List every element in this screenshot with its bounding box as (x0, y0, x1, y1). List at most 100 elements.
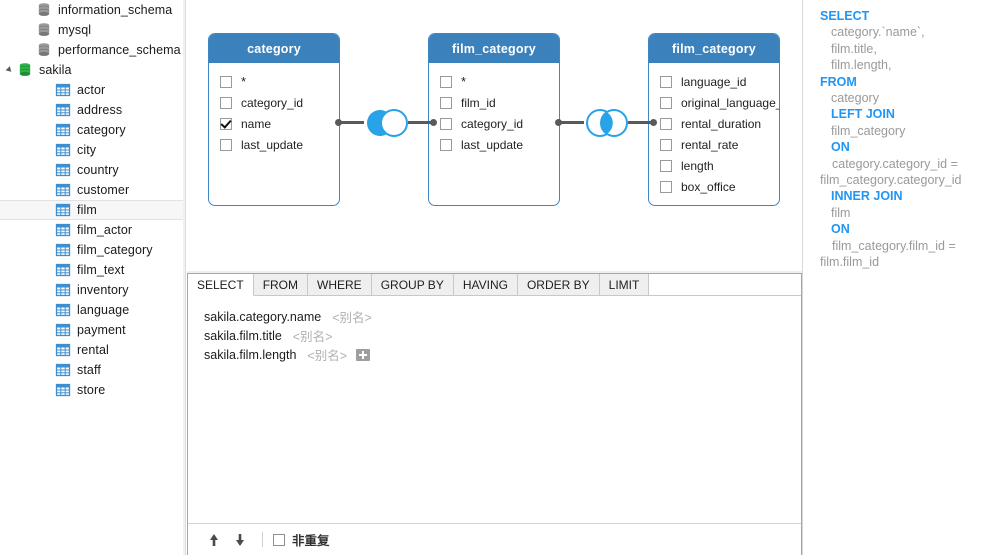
tree-item-label: address (77, 103, 123, 117)
select-column-list[interactable]: sakila.category.name<别名>sakila.film.titl… (188, 296, 801, 364)
tree-item-country[interactable]: country (0, 160, 183, 180)
tree-item-film[interactable]: film (0, 200, 183, 220)
select-field-name[interactable]: sakila.category.name (204, 309, 322, 324)
select-row[interactable]: sakila.category.name <别名> (204, 307, 801, 326)
join-endpoint-dot[interactable] (650, 119, 657, 126)
tree-item-film_category[interactable]: film_category (0, 240, 183, 260)
diagram-column-row[interactable]: category_id (209, 92, 339, 113)
distinct-checkbox[interactable] (273, 533, 285, 546)
tab-order-by[interactable]: ORDER BY (517, 274, 600, 296)
select-row[interactable]: sakila.film.length <别名> (204, 345, 801, 364)
sql-panel-splitter[interactable] (802, 0, 803, 555)
column-checkbox-category_id[interactable] (220, 96, 232, 109)
tree-item-category[interactable]: category (0, 120, 183, 140)
select-alias-placeholder[interactable]: <别名> (292, 330, 333, 344)
diagram-column-row[interactable]: box_office (649, 176, 779, 197)
tree-item-address[interactable]: address (0, 100, 183, 120)
tree-spacer (4, 280, 17, 300)
diagram-table-title[interactable]: category (209, 34, 339, 63)
tree-item-label: actor (77, 83, 106, 97)
join-endpoint-dot[interactable] (555, 119, 562, 126)
diagram-column-row[interactable]: name (209, 113, 339, 134)
join-endpoint-dot[interactable] (430, 119, 437, 126)
left-join-icon[interactable] (360, 106, 414, 143)
diagram-column-row[interactable]: last_update (209, 134, 339, 155)
select-row[interactable]: sakila.film.title <别名> (204, 326, 801, 345)
diagram-column-row[interactable]: * (209, 71, 339, 92)
tree-item-mysql[interactable]: mysql (0, 20, 183, 40)
diagram-table-title[interactable]: film_category (429, 34, 559, 63)
diagram-column-row[interactable]: * (429, 71, 559, 92)
clause-toolbar[interactable]: 非重复 (188, 523, 801, 555)
tree-item-language[interactable]: language (0, 300, 183, 320)
tree-item-staff[interactable]: staff (0, 360, 183, 380)
diagram-column-row[interactable]: rental_rate (649, 134, 779, 155)
column-checkbox-category_id[interactable] (440, 117, 452, 130)
sql-line: LEFT JOIN (820, 106, 989, 122)
tab-having[interactable]: HAVING (453, 274, 518, 296)
sql-line: category.category_id = film_category.cat… (820, 156, 989, 189)
expand-arrow-icon[interactable] (4, 60, 17, 80)
move-down-icon[interactable] (232, 532, 248, 548)
tree-item-film_actor[interactable]: film_actor (0, 220, 183, 240)
tab-where[interactable]: WHERE (308, 274, 372, 296)
tree-item-store[interactable]: store (0, 380, 183, 400)
tree-item-rental[interactable]: rental (0, 340, 183, 360)
sql-keyword: LEFT JOIN (831, 107, 895, 122)
column-checkbox-star[interactable] (440, 75, 452, 88)
select-alias-placeholder[interactable]: <别名> (307, 349, 348, 363)
add-column-button[interactable] (356, 348, 371, 361)
diagram-column-row[interactable]: category_id (429, 113, 559, 134)
sql-line: film_category.film_id = film.film_id (820, 238, 989, 271)
diagram-column-row[interactable]: language_id (649, 71, 779, 92)
tree-item-inventory[interactable]: inventory (0, 280, 183, 300)
select-field-name[interactable]: sakila.film.length (204, 347, 297, 362)
tree-item-performance_schema[interactable]: performance_schema (0, 40, 183, 60)
tab-select[interactable]: SELECT (188, 274, 254, 296)
tab-limit[interactable]: LIMIT (599, 274, 650, 296)
column-checkbox-length[interactable] (660, 159, 672, 172)
tree-spacer (4, 120, 17, 140)
diagram-table-title[interactable]: film_category (649, 34, 779, 63)
sidebar-splitter[interactable] (183, 0, 186, 555)
tree-item-film_text[interactable]: film_text (0, 260, 183, 280)
tree-item-actor[interactable]: actor (0, 80, 183, 100)
column-checkbox-language_id[interactable] (660, 75, 672, 88)
column-checkbox-rental_duration[interactable] (660, 117, 672, 130)
diagram-column-row[interactable]: rental_duration (649, 113, 779, 134)
diagram-column-row[interactable]: original_language_id (649, 92, 779, 113)
tree-item-city[interactable]: city (0, 140, 183, 160)
tree-item-information_schema[interactable]: information_schema (0, 0, 183, 20)
select-field-name[interactable]: sakila.film.title (204, 328, 282, 343)
column-checkbox-original_language_id[interactable] (660, 96, 672, 109)
move-up-icon[interactable] (206, 532, 222, 548)
column-checkbox-name[interactable] (220, 117, 232, 130)
column-checkbox-star[interactable] (220, 75, 232, 88)
select-alias-placeholder[interactable]: <别名> (332, 311, 372, 325)
tree-item-payment[interactable]: payment (0, 320, 183, 340)
column-checkbox-rental_rate[interactable] (660, 138, 672, 151)
column-checkbox-box_office[interactable] (660, 180, 672, 193)
diagram-column-row[interactable]: length (649, 155, 779, 176)
tab-group-by[interactable]: GROUP BY (371, 274, 454, 296)
sql-keyword: ON (831, 140, 850, 155)
diagram-column-row[interactable]: last_update (429, 134, 559, 155)
table-icon (55, 302, 71, 318)
column-checkbox-last_update[interactable] (440, 138, 452, 151)
tree-item-customer[interactable]: customer (0, 180, 183, 200)
diagram-column-row[interactable]: film_id (429, 92, 559, 113)
column-checkbox-last_update[interactable] (220, 138, 232, 151)
tab-from[interactable]: FROM (253, 274, 309, 296)
tree-item-sakila[interactable]: sakila (0, 60, 183, 80)
column-checkbox-film_id[interactable] (440, 96, 452, 109)
join-endpoint-dot[interactable] (335, 119, 342, 126)
inner-join-icon[interactable] (580, 106, 634, 143)
